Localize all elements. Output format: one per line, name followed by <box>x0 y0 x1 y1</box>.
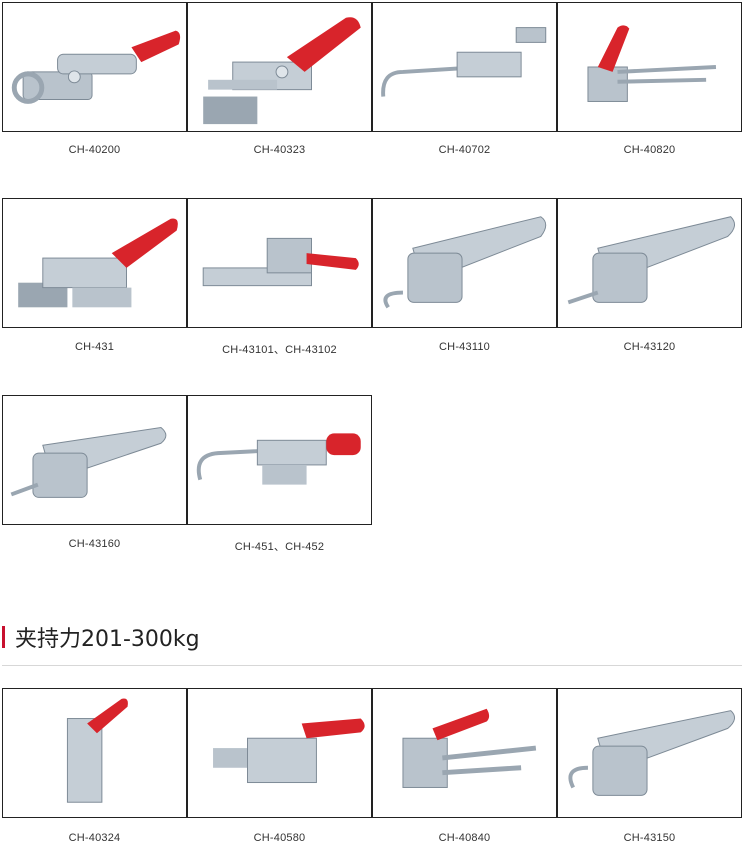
clamp-illustration <box>202 237 359 287</box>
clamp-illustration <box>203 17 361 125</box>
product-image-ch-40580[interactable] <box>187 688 372 818</box>
product-image-ch-43101[interactable] <box>187 198 372 328</box>
section-heading: 夹持力201-300kg <box>2 620 200 654</box>
product-caption[interactable]: CH-40580 <box>253 832 306 844</box>
section-title-text: 夹持力201-300kg <box>15 627 200 652</box>
clamp-illustration <box>213 718 365 784</box>
product-image-ch-43110[interactable] <box>372 198 557 328</box>
product-caption[interactable]: CH-40324 <box>68 832 121 844</box>
product-caption[interactable]: CH-40200 <box>68 144 121 156</box>
product-image-ch-40820[interactable] <box>557 2 742 132</box>
product-image-ch-43150[interactable] <box>557 688 742 818</box>
clamp-illustration <box>18 218 178 308</box>
clamp-illustration <box>66 698 128 803</box>
product-image-ch-431[interactable] <box>2 198 187 328</box>
section-accent-bar <box>2 626 5 648</box>
product-image-ch-40200[interactable] <box>2 2 187 132</box>
product-image-ch-40324[interactable] <box>2 688 187 818</box>
product-caption[interactable]: CH-43160 <box>68 538 121 550</box>
product-caption[interactable]: CH-43150 <box>623 832 676 844</box>
product-image-ch-43160[interactable] <box>2 395 187 525</box>
product-image-ch-43120[interactable] <box>557 198 742 328</box>
clamp-illustration <box>402 708 537 788</box>
clamp-illustration <box>383 216 547 309</box>
product-caption[interactable]: CH-43120 <box>623 341 676 353</box>
clamp-illustration <box>10 426 167 498</box>
product-caption[interactable]: CH-40702 <box>438 144 491 156</box>
clamp-illustration <box>196 433 361 485</box>
product-caption[interactable]: CH-40840 <box>438 832 491 844</box>
clamp-illustration <box>11 30 181 104</box>
product-image-ch-40840[interactable] <box>372 688 557 818</box>
product-caption[interactable]: CH-40820 <box>623 144 676 156</box>
product-caption[interactable]: CH-40323 <box>253 144 306 156</box>
section-divider <box>2 665 742 666</box>
clamp-illustration <box>567 216 735 305</box>
clamp-illustration <box>568 710 735 796</box>
product-caption[interactable]: CH-451、CH-452 <box>234 541 325 553</box>
product-image-ch-40702[interactable] <box>372 2 557 132</box>
product-caption[interactable]: CH-431 <box>74 341 115 353</box>
clamp-illustration <box>381 27 547 97</box>
product-caption[interactable]: CH-43101、CH-43102 <box>222 344 337 356</box>
product-caption[interactable]: CH-43110 <box>439 341 490 353</box>
product-image-ch-40323[interactable] <box>187 2 372 132</box>
product-image-ch-451[interactable] <box>187 395 372 525</box>
clamp-illustration <box>587 25 717 102</box>
